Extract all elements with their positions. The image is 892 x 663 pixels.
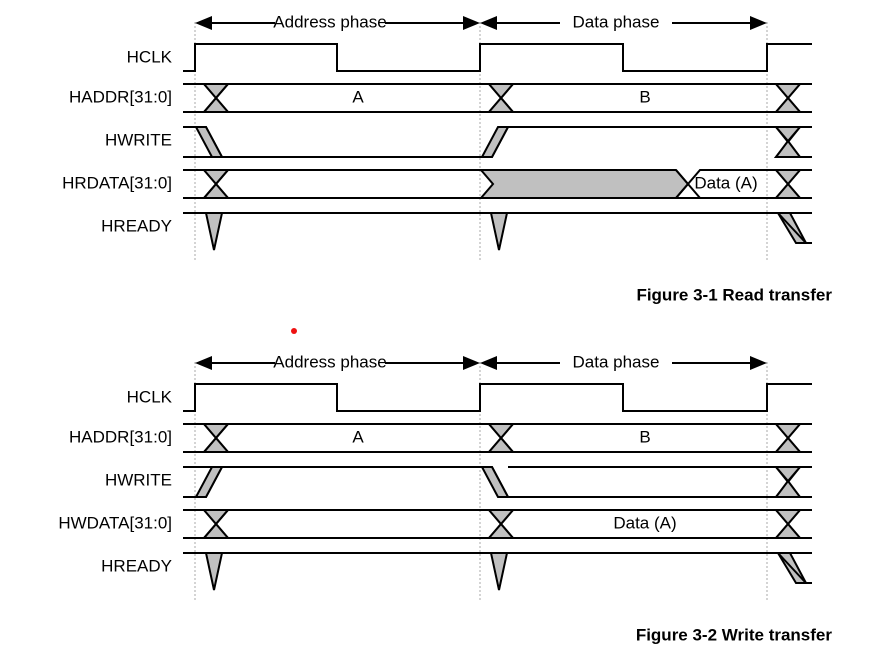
data-phase-label: Data phase xyxy=(573,12,660,31)
hwdata-crossover-3 xyxy=(773,509,803,539)
hwrite-crossover-3 xyxy=(773,126,803,158)
hwrite2-fall-edge xyxy=(480,466,510,498)
data-phase-arrow-left-head xyxy=(480,16,497,30)
hwdata-seg-idle xyxy=(203,509,516,539)
signal-label-hready: HREADY xyxy=(101,216,172,235)
haddr2-value-b: B xyxy=(639,427,650,446)
hrdata-seg-data-top xyxy=(673,169,776,199)
hrdata-crossover-3 xyxy=(773,169,803,199)
waveform-hready-2 xyxy=(183,552,812,591)
phase-marker-data: Data phase xyxy=(480,12,767,31)
signal-label-hrdata: HRDATA[31:0] xyxy=(62,173,172,192)
mouse-cursor-dot xyxy=(291,328,297,334)
haddr-crossover-3 xyxy=(773,83,803,113)
waveform-haddr: A B xyxy=(183,83,812,113)
hready-glitch-2 xyxy=(489,212,509,251)
hwdata-value-data-a: Data (A) xyxy=(613,513,676,532)
haddr2-crossover-3 xyxy=(773,423,803,453)
waveform-hready xyxy=(183,212,812,251)
figure-3-2: Address phase Data phase HCLK HADDR[31:0… xyxy=(58,352,832,644)
haddr2-value-a: A xyxy=(352,427,364,446)
hwrite-rise-edge xyxy=(480,126,510,158)
hrdata-value-data-a: Data (A) xyxy=(694,173,757,192)
hwrite2-fall xyxy=(222,466,812,498)
hready-fall-line xyxy=(777,212,812,244)
haddr2-crossover-2 xyxy=(486,423,516,453)
phase-marker-address: Address phase xyxy=(195,12,480,31)
signal-label-haddr: HADDR[31:0] xyxy=(69,87,172,106)
phase-arrow-right-head xyxy=(463,16,480,30)
haddr-value-b: B xyxy=(639,87,650,106)
address-phase-label: Address phase xyxy=(273,12,386,31)
haddr-crossover-2 xyxy=(486,83,516,113)
waveform-hwdata: Data (A) xyxy=(183,509,812,539)
signal-label-hwrite: HWRITE xyxy=(105,130,172,149)
data-phase2-arrow-right-head xyxy=(750,356,767,370)
waveform-hclk xyxy=(183,43,812,72)
figure-3-1: Address phase Data phase HCLK HADDR[31:0… xyxy=(62,12,832,304)
signal-label-hclk: HCLK xyxy=(127,47,173,66)
waveform-hclk-2 xyxy=(183,383,812,412)
signal-label-haddr-2: HADDR[31:0] xyxy=(69,427,172,446)
signal-label-hclk-2: HCLK xyxy=(127,387,173,406)
hrdata-undefined-block xyxy=(478,169,690,199)
phase2-arrow-left-head xyxy=(195,356,212,370)
hready-glitch-1 xyxy=(204,212,224,251)
signal-label-hwrite-2: HWRITE xyxy=(105,470,172,489)
data-phase-label-2: Data phase xyxy=(573,352,660,371)
hwdata-crossover-2 xyxy=(486,509,516,539)
phase-marker-data-2: Data phase xyxy=(480,352,767,371)
waveform-hwrite-2 xyxy=(183,466,812,498)
haddr-value-a: A xyxy=(352,87,364,106)
signal-label-hready-2: HREADY xyxy=(101,556,172,575)
hrdata-seg-idle-top xyxy=(203,169,481,199)
signal-label-hwdata: HWDATA[31:0] xyxy=(58,513,172,532)
hwrite-fall-edge xyxy=(194,126,224,158)
phase2-arrow-right-head xyxy=(463,356,480,370)
address-phase-label-2: Address phase xyxy=(273,352,386,371)
hready2-fall-line xyxy=(777,552,812,584)
figure-caption-3-2: Figure 3-2 Write transfer xyxy=(636,625,833,644)
data-phase2-arrow-left-head xyxy=(480,356,497,370)
waveform-hwrite xyxy=(183,126,812,158)
data-phase-arrow-right-head xyxy=(750,16,767,30)
waveform-hrdata: Data (A) xyxy=(183,169,812,199)
figure-caption-3-1: Figure 3-1 Read transfer xyxy=(636,285,832,304)
hwrite2-crossover-3 xyxy=(773,466,803,498)
hready2-glitch-2 xyxy=(489,552,509,591)
phase-marker-address-2: Address phase xyxy=(195,352,480,371)
hwrite2-rise-edge xyxy=(194,466,224,498)
hready2-glitch-1 xyxy=(204,552,224,591)
hwrite-rise xyxy=(222,126,812,158)
hwrite-crossover-path xyxy=(508,126,812,158)
waveform-haddr-2: A B xyxy=(183,423,812,453)
phase-arrow-left-head xyxy=(195,16,212,30)
